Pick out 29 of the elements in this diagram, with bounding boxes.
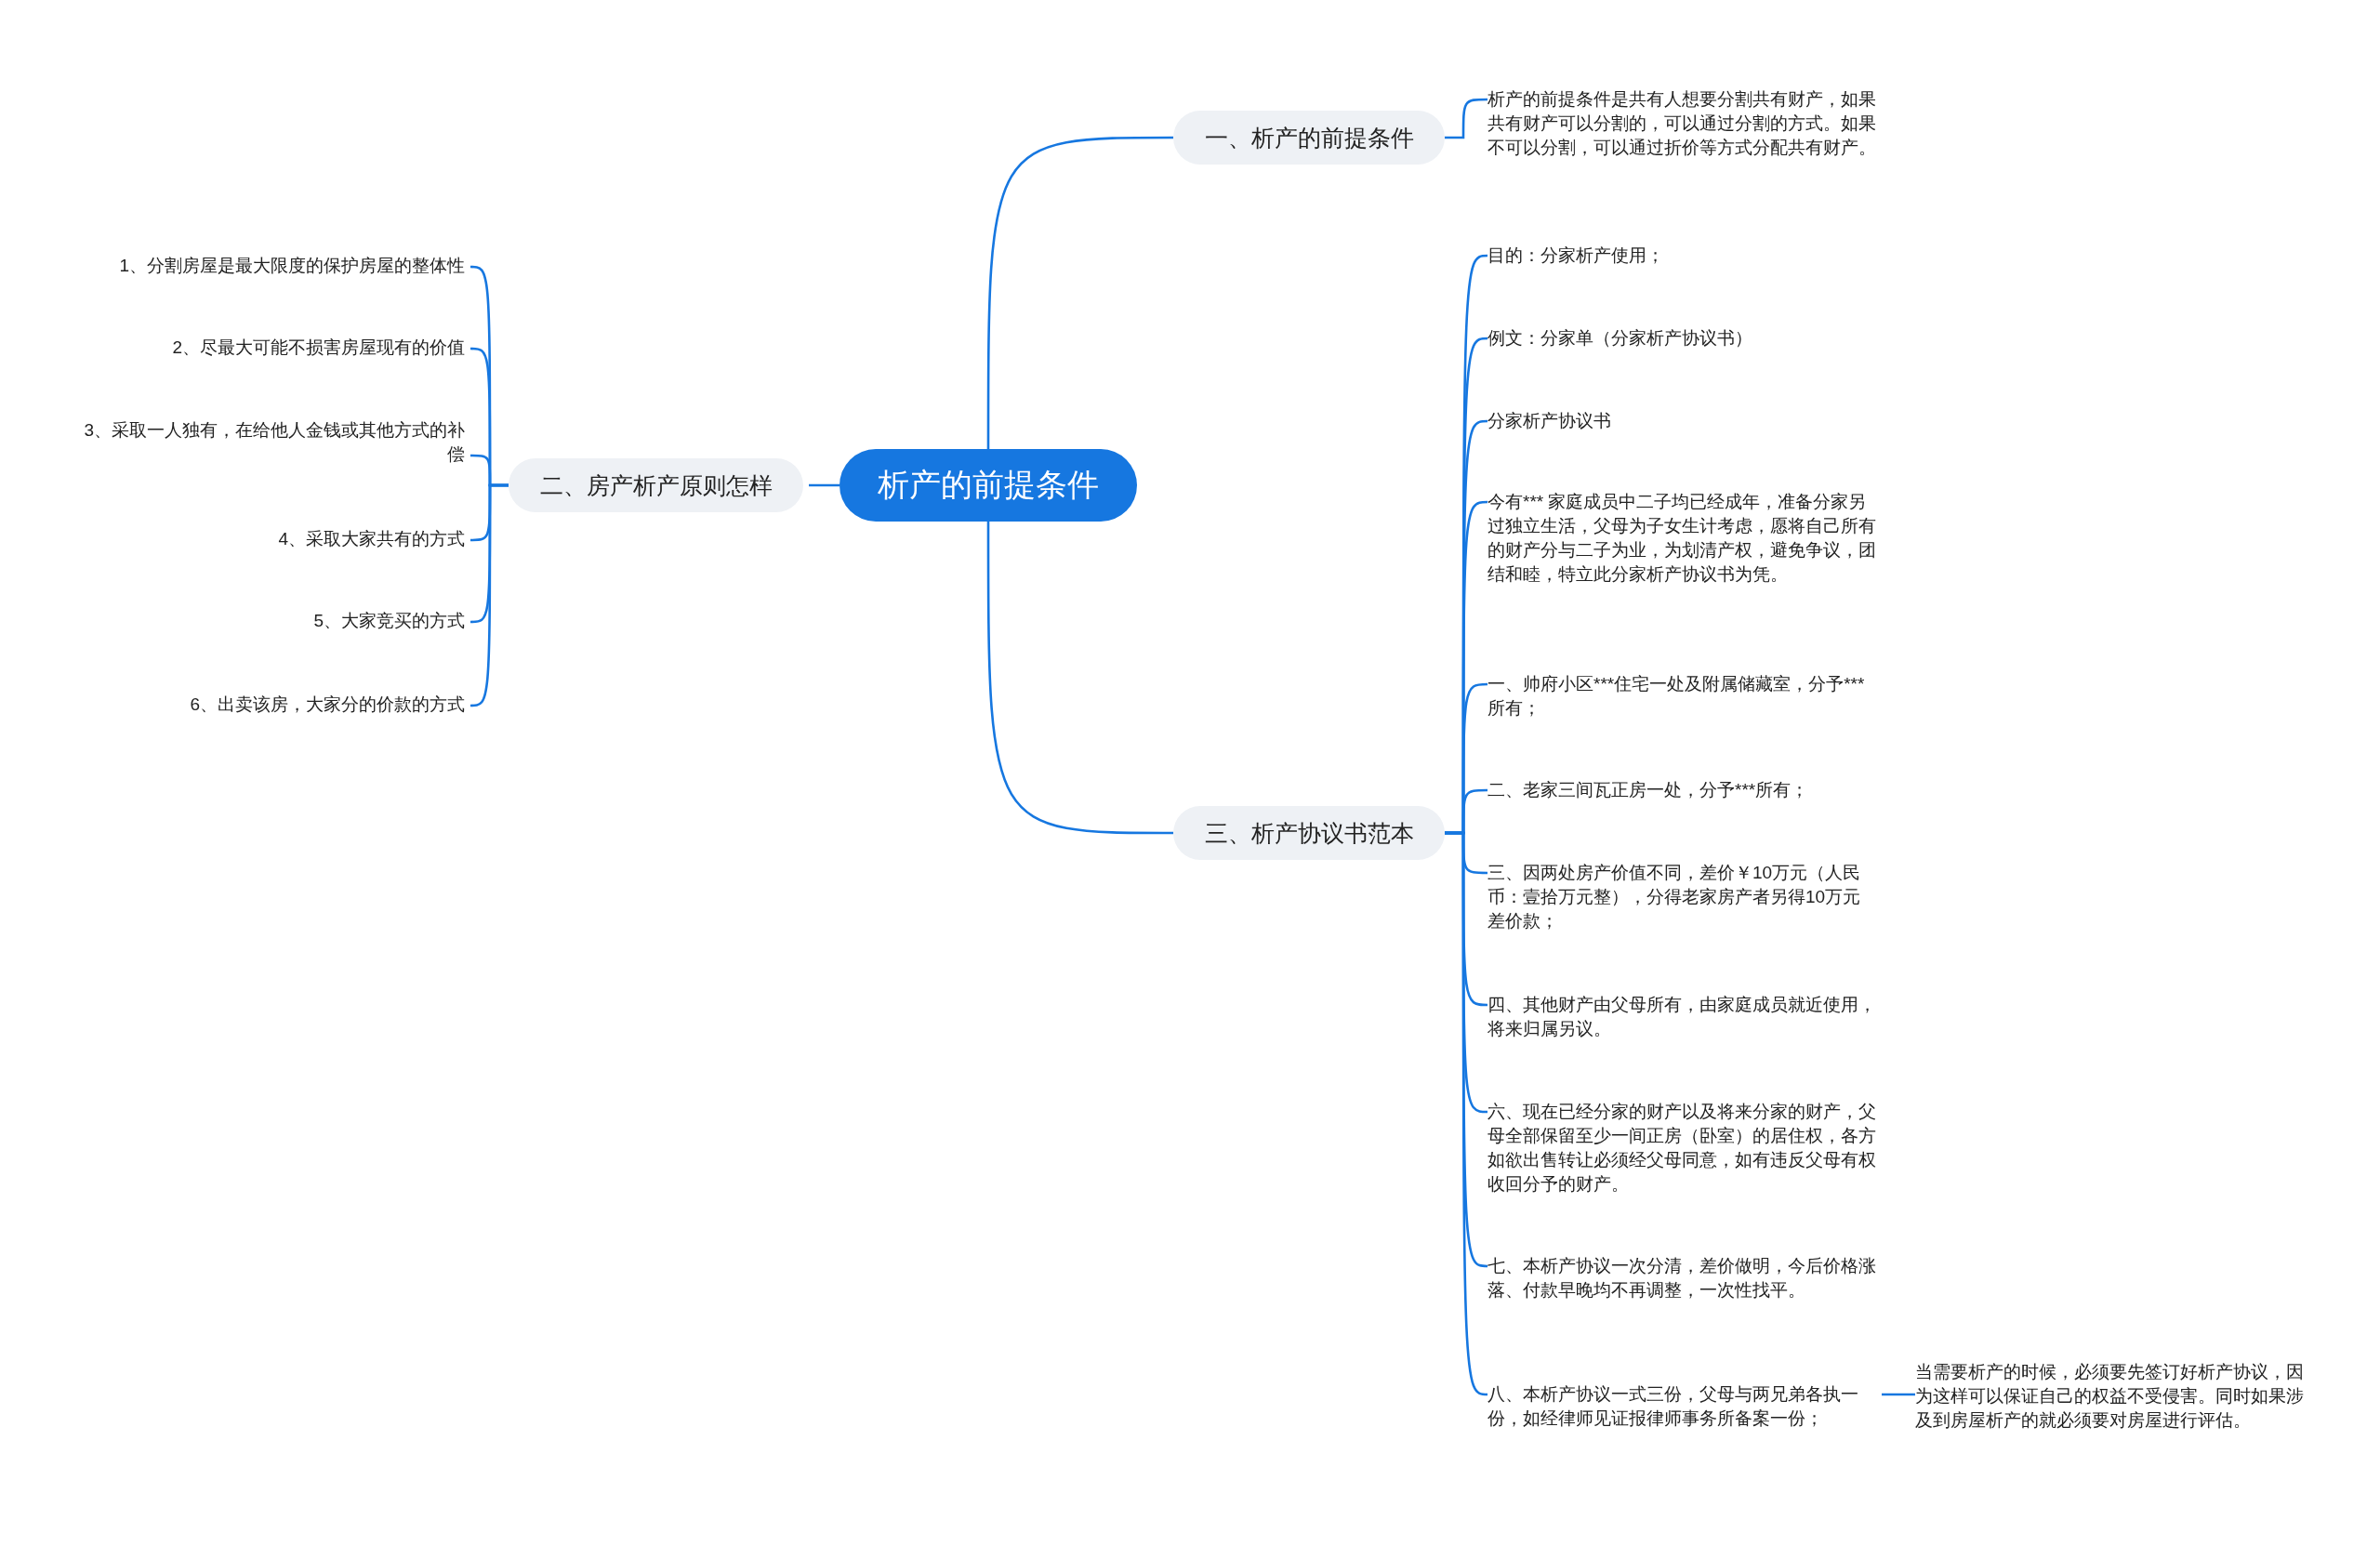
connector-line	[809, 483, 840, 487]
topic-text: 四、其他财产由父母所有，由家庭成员就近使用，将来归属另议。	[1488, 993, 1878, 1041]
central-topic: 析产的前提条件	[840, 449, 1137, 522]
branch-topic: 二、房产析产原则怎样	[509, 458, 803, 512]
connector-line	[986, 136, 1173, 449]
connector-line	[469, 483, 509, 707]
topic-text: 6、出卖该房，大家分的价款的方式	[74, 693, 465, 717]
topic-text: 一、帅府小区***住宅一处及附属储藏室，分予***所有；	[1488, 672, 1878, 720]
topic-text: 3、采取一人独有，在给他人金钱或其他方式的补偿	[74, 418, 465, 467]
topic-text: 例文：分家单（分家析产协议书）	[1488, 326, 1878, 350]
topic-text: 2、尽最大可能不损害房屋现有的价值	[74, 336, 465, 360]
topic-text: 4、采取大家共有的方式	[74, 527, 465, 551]
connector-line	[986, 522, 1173, 835]
topic-text: 二、老家三间瓦正房一处，分予***所有；	[1488, 778, 1878, 802]
connector-line	[1445, 98, 1488, 139]
topic-text: 5、大家竞买的方式	[74, 609, 465, 633]
topic-text: 三、因两处房产价值不同，差价￥10万元（人民币：壹拾万元整），分得老家房产者另得10万元差价款；	[1488, 861, 1878, 933]
topic-text: 当需要析产的时候，必须要先签订好析产协议，因为这样可以保证自己的权益不受侵害。同时如果涉及到房屋析产的就必须要对房屋进行评估。	[1915, 1360, 2306, 1433]
connector-line	[1882, 1393, 1915, 1396]
topic-text: 目的：分家析产使用；	[1488, 244, 1878, 268]
branch-topic: 三、析产协议书范本	[1173, 806, 1445, 860]
topic-text: 分家析产协议书	[1488, 409, 1878, 433]
topic-text: 八、本析产协议一式三份，父母与两兄弟各执一份，如经律师见证报律师事务所备案一份；	[1488, 1382, 1878, 1431]
branch-topic: 一、析产的前提条件	[1173, 111, 1445, 165]
topic-text: 1、分割房屋是最大限度的保护房屋的整体性	[74, 254, 465, 278]
topic-text: 六、现在已经分家的财产以及将来分家的财产，父母全部保留至少一间正房（卧室）的居住权，各方如欲出售转让必须经父母同意，如有违反父母有权收回分予的财产。	[1488, 1100, 1878, 1196]
topic-text: 今有*** 家庭成员中二子均已经成年，准备分家另过独立生活，父母为子女生计考虑，愿将自己所有的财产分与二子为业，为划清产权，避免争议，团结和睦，特立此分家析产协议书为凭。	[1488, 490, 1878, 587]
topic-text: 七、本析产协议一次分清，差价做明，今后价格涨落、付款早晚均不再调整，一次性找平。	[1488, 1254, 1878, 1302]
topic-text: 析产的前提条件是共有人想要分割共有财产，如果共有财产可以分割的，可以通过分割的方式。如果不可以分割，可以通过折价等方式分配共有财产。	[1488, 87, 1878, 160]
